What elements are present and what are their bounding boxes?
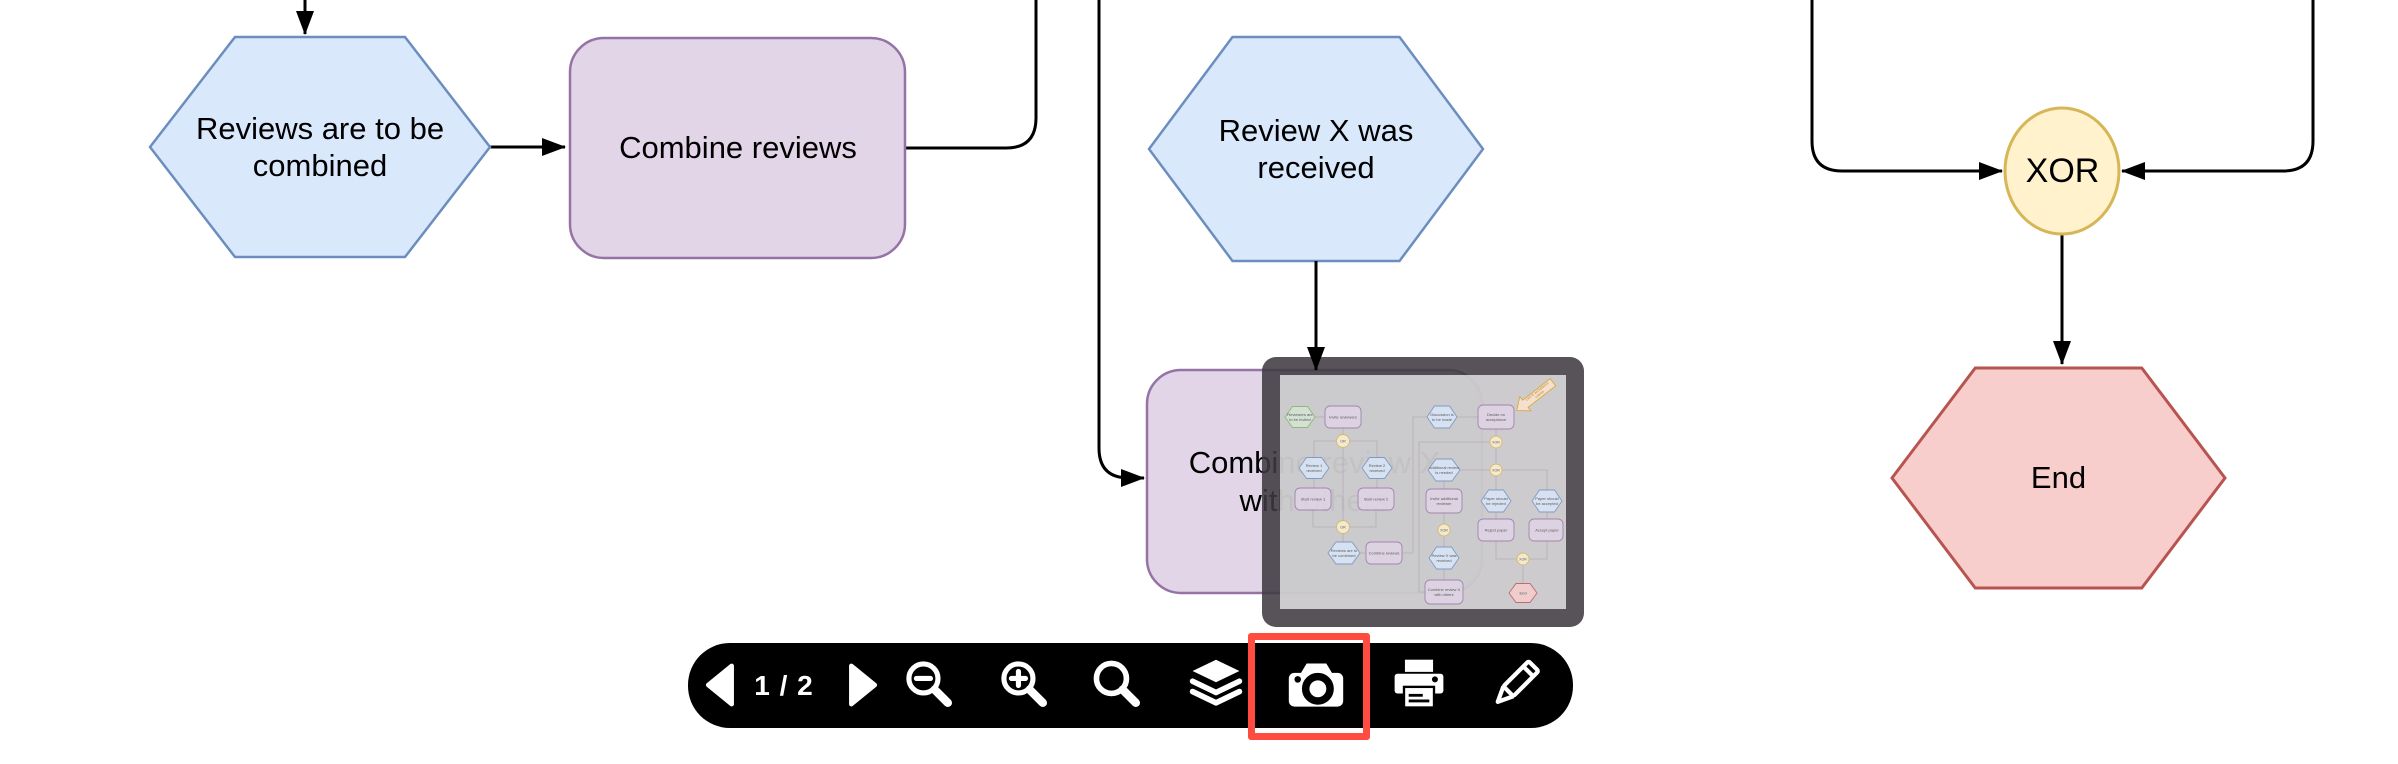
edit-button[interactable]	[1482, 653, 1546, 717]
pencil-icon	[1495, 659, 1540, 705]
chevron-right-icon	[849, 663, 878, 707]
page-preview-page: Link to acceptancecriteria Reviewers are…	[1280, 375, 1566, 609]
mini-node	[1489, 463, 1503, 477]
label-combine-reviews: Combine reviews	[619, 130, 857, 166]
mini-node-label: XOR	[1492, 440, 1500, 444]
zoom-reset-button[interactable]	[1086, 653, 1150, 717]
mini-node	[1508, 583, 1538, 603]
edge-combine-reviews-up	[905, 0, 1038, 150]
zoom-in-button[interactable]	[993, 653, 1057, 717]
mini-node-label: XOR	[1492, 468, 1500, 472]
edge-right-into-xor	[2121, 0, 2315, 180]
mini-node-label: Accept paper	[1535, 528, 1559, 533]
label-review-x-received: Review X was received	[1218, 112, 1414, 185]
layers-icon	[1189, 659, 1243, 706]
label-reviews-to-be-combined: Reviews are to be combined	[195, 110, 445, 183]
print-button[interactable]	[1387, 653, 1451, 717]
next-page-button[interactable]	[828, 653, 892, 717]
viewer-toolbar: 1 / 2	[688, 643, 1573, 728]
zoom-out-button[interactable]	[898, 653, 962, 717]
mini-node-label: Start review 1	[1301, 497, 1326, 502]
edge-down-to-combine-x	[1097, 0, 1145, 487]
page-indicator: 1 / 2	[754, 669, 814, 701]
mini-node	[1480, 489, 1512, 513]
edge-left-into-xor	[1810, 0, 2003, 180]
mini-node-label: End	[1519, 591, 1526, 596]
mini-node-label: XOR	[1519, 557, 1527, 561]
highlight-annotation	[1248, 633, 1370, 740]
mini-node	[1516, 552, 1530, 566]
magnifier-icon	[1093, 660, 1141, 708]
printer-icon	[1394, 659, 1444, 709]
label-end-event: End	[2030, 460, 2087, 496]
mini-banner-arrow: Link to acceptancecriteria	[1516, 378, 1557, 412]
mini-node	[1489, 435, 1503, 449]
mini-node	[1531, 489, 1563, 513]
label-xor-connector: XOR	[2025, 151, 2100, 190]
mini-node-label: Invite reviewers	[1329, 415, 1357, 420]
mini-node-label: Reject paper	[1485, 528, 1508, 533]
mini-node-label: Combine reviews	[1369, 551, 1400, 556]
mini-node-label: Start review 2	[1364, 497, 1389, 502]
chevron-left-icon	[705, 663, 734, 707]
zoom-out-icon	[906, 661, 953, 708]
camera-button[interactable]	[1284, 653, 1348, 717]
page-preview-thumbnail: Link to acceptancecriteria Reviewers are…	[1262, 357, 1584, 627]
layers-button[interactable]	[1184, 653, 1248, 717]
camera-icon	[1288, 663, 1344, 707]
mini-node	[1528, 518, 1564, 542]
preview-mini-diagram: Link to acceptancecriteria Reviewers are…	[1284, 378, 1564, 605]
prev-page-button[interactable]	[691, 653, 755, 717]
mini-node-label: OR	[1340, 525, 1346, 529]
mini-node-label: OR	[1340, 439, 1346, 443]
mini-node-label: XOR	[1440, 528, 1448, 532]
zoom-in-icon	[1001, 661, 1048, 708]
